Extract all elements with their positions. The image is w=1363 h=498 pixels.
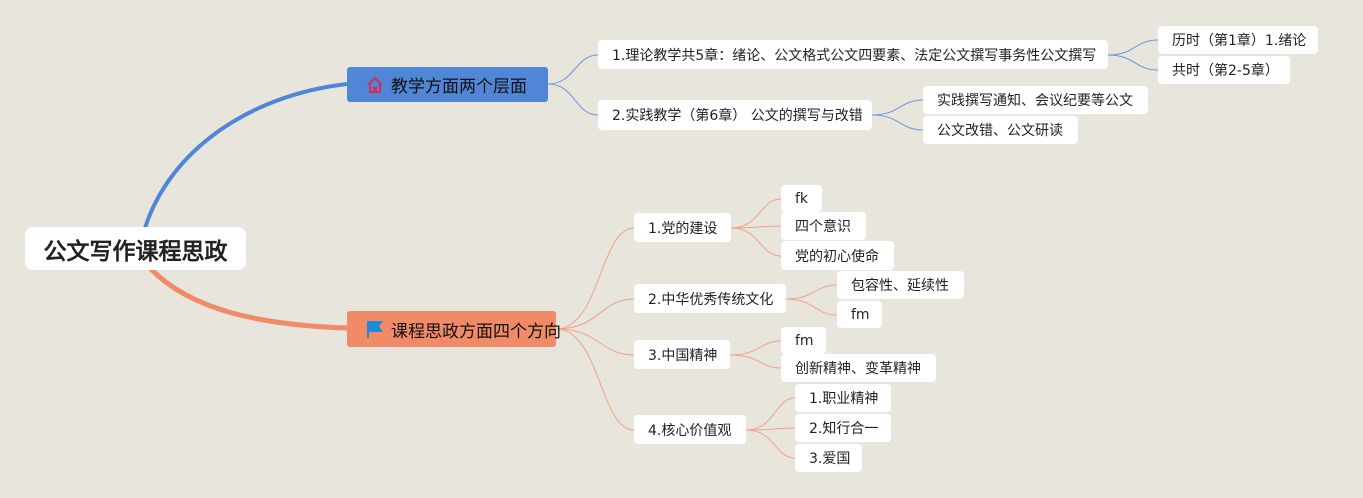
leaf-topic[interactable]: 历时（第1章）1.绪论 (1158, 26, 1318, 54)
root-topic[interactable]: 公文写作课程思政 (25, 227, 246, 270)
subtopic-core-values[interactable]: 4.核心价值观 (634, 415, 746, 444)
leaf-topic[interactable]: 2.知行合一 (795, 414, 891, 442)
topic-ideology[interactable]: 课程思政方面四个方向 (347, 311, 561, 347)
leaf-topic[interactable]: fk (781, 185, 822, 212)
home-icon (365, 75, 385, 95)
leaf-topic[interactable]: 创新精神、变革精神 (781, 354, 936, 382)
leaf-topic[interactable]: 实践撰写通知、会议纪要等公文 (923, 86, 1148, 114)
leaf-topic[interactable]: 公文改错、公文研读 (923, 116, 1078, 144)
leaf-topic[interactable]: 共时（第2-5章） (1158, 56, 1290, 84)
subtopic-traditional-culture[interactable]: 2.中华优秀传统文化 (634, 284, 786, 313)
leaf-topic[interactable]: 四个意识 (781, 212, 866, 240)
leaf-topic[interactable]: fm (781, 327, 826, 354)
leaf-topic[interactable]: 1.职业精神 (795, 384, 891, 412)
subtopic-chinese-spirit[interactable]: 3.中国精神 (634, 340, 730, 369)
topic-label: 课程思政方面四个方向 (391, 321, 561, 342)
subtopic-theory[interactable]: 1.理论教学共5章：绪论、公文格式公文四要素、法定公文撰写事务性公文撰写 (598, 40, 1108, 69)
subtopic-party-building[interactable]: 1.党的建设 (634, 213, 731, 242)
flag-icon (365, 319, 385, 339)
leaf-topic[interactable]: fm (837, 301, 882, 328)
leaf-topic[interactable]: 党的初心使命 (781, 241, 894, 270)
leaf-topic[interactable]: 3.爱国 (795, 444, 862, 472)
subtopic-practice[interactable]: 2.实践教学（第6章） 公文的撰写与改错 (598, 100, 872, 130)
topic-teaching[interactable]: 教学方面两个层面 (347, 67, 548, 102)
leaf-topic[interactable]: 包容性、延续性 (837, 271, 964, 299)
topic-label: 教学方面两个层面 (391, 77, 527, 97)
